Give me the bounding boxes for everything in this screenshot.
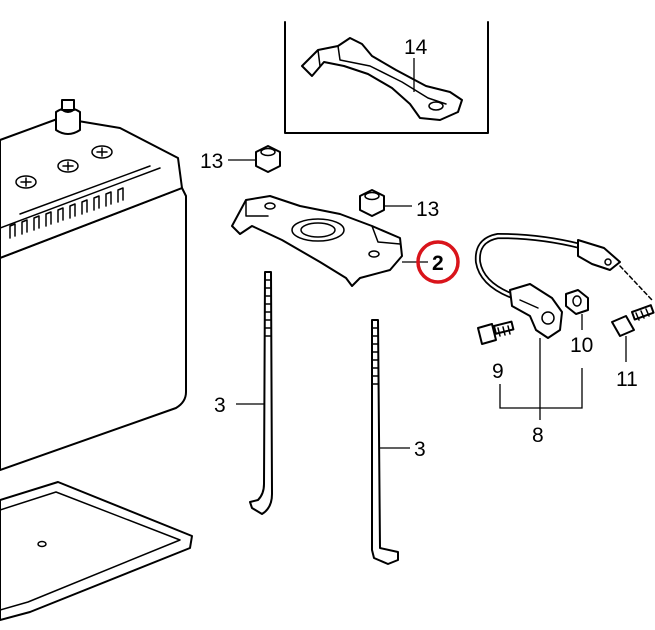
callout-8: 8 [532, 424, 544, 447]
callout-11: 11 [616, 368, 638, 391]
callout-2: 2 [432, 252, 444, 275]
nut-part-10 [565, 289, 589, 315]
group-bracket-9-10 [499, 368, 583, 409]
nut-part-13-right [359, 189, 385, 217]
hold-down-rod-right [371, 319, 399, 565]
callout-3-left: 3 [214, 394, 226, 417]
callout-13-right: 13 [416, 198, 439, 221]
hold-down-bracket-part-2 [231, 195, 403, 287]
callout-13-left: 13 [200, 150, 223, 173]
highlight-ring-part-2 [416, 240, 460, 284]
bolt-part-9 [477, 320, 515, 345]
bolt-part-11 [611, 304, 655, 337]
callout-3-right: 3 [414, 438, 426, 461]
battery-tray [0, 481, 193, 621]
hold-down-rod-left [249, 271, 273, 515]
nut-part-13-left [255, 145, 281, 173]
callout-9: 9 [492, 360, 504, 383]
callout-10: 10 [570, 334, 593, 357]
callout-14: 14 [404, 36, 428, 59]
battery [0, 99, 187, 471]
dash-line-terminal [619, 265, 653, 301]
inset-box-part-14 [284, 21, 489, 134]
ground-cable-part-8 [474, 232, 621, 339]
